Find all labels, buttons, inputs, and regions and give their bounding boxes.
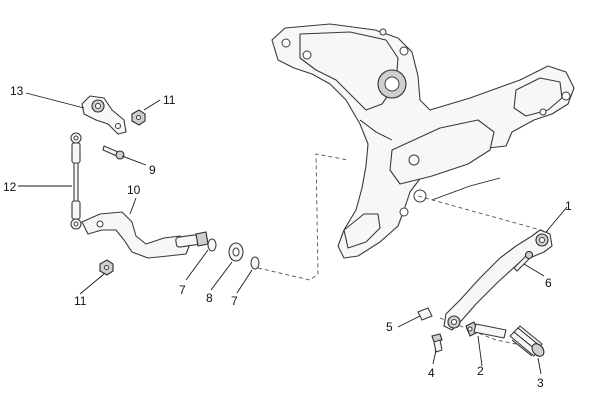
callout-13: 13 bbox=[10, 84, 24, 98]
part-12-tie-rod bbox=[70, 132, 82, 230]
callout-9: 9 bbox=[149, 163, 156, 177]
part-8-washer bbox=[228, 242, 244, 262]
callout-11-upper: 11 bbox=[163, 93, 176, 107]
callout-5: 5 bbox=[386, 320, 393, 334]
callout-labels: 13 11 9 12 10 11 7 8 7 1 6 5 4 2 3 bbox=[3, 84, 572, 390]
frame-bracket bbox=[271, 23, 575, 259]
part-7-circlip-right bbox=[250, 256, 260, 270]
callout-10: 10 bbox=[127, 183, 141, 197]
part-1-pedal-lever bbox=[443, 229, 553, 331]
callout-1: 1 bbox=[565, 199, 572, 213]
part-5-clip bbox=[417, 307, 433, 321]
callout-12: 12 bbox=[3, 180, 17, 194]
callout-2: 2 bbox=[477, 364, 484, 378]
part-11-nut-lower bbox=[99, 259, 114, 276]
part-10-gear-arm bbox=[81, 211, 209, 259]
callout-6: 6 bbox=[545, 276, 552, 290]
part-2-pedal-shaft bbox=[465, 321, 507, 339]
callout-11-lower: 11 bbox=[74, 294, 87, 308]
part-6-bolt bbox=[513, 250, 534, 272]
callout-3: 3 bbox=[537, 376, 544, 390]
callout-7-right: 7 bbox=[231, 294, 238, 308]
part-11-nut-upper bbox=[131, 109, 146, 126]
part-9-bolt bbox=[102, 145, 125, 160]
callout-4: 4 bbox=[428, 366, 435, 380]
part-7-circlip-left bbox=[207, 238, 217, 252]
part-4-screw bbox=[431, 333, 443, 353]
callout-8: 8 bbox=[206, 291, 213, 305]
callout-leaders bbox=[18, 92, 568, 375]
callout-7-left: 7 bbox=[179, 283, 186, 297]
assembly-guide-lines bbox=[257, 153, 549, 345]
part-13-link-plate bbox=[81, 95, 127, 135]
part-3-footpeg-rubber bbox=[509, 325, 545, 357]
